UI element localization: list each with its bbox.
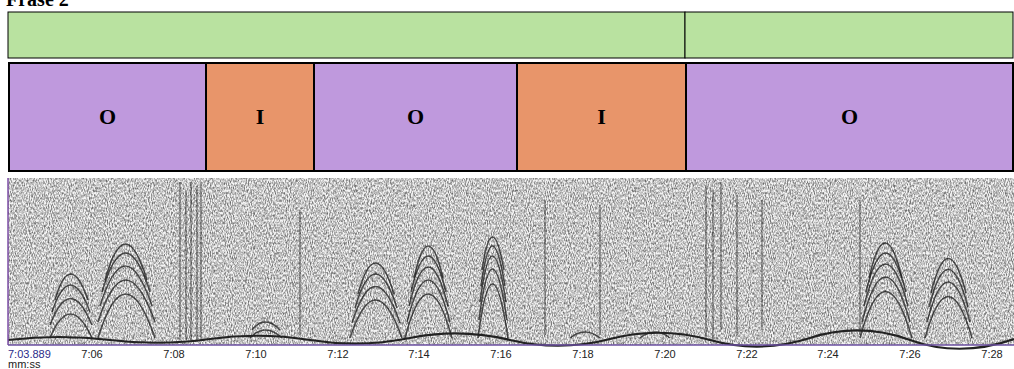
spectrogram-mark — [478, 284, 508, 338]
time-tick: 7:18 — [572, 348, 593, 360]
spectrogram-mark — [358, 263, 394, 294]
time-tick: 7:22 — [736, 348, 757, 360]
spectrogram-mark — [8, 12, 685, 58]
time-tick: 7:08 — [163, 348, 184, 360]
segment-label: O — [407, 104, 424, 130]
time-tick: 7:24 — [817, 348, 838, 360]
time-tick: 7:14 — [408, 348, 429, 360]
spectrogram-mark — [929, 270, 968, 308]
spectrogram-mark — [105, 244, 147, 280]
spectrogram-mark — [411, 256, 446, 292]
time-tick: 7:10 — [245, 348, 266, 360]
spectrogram-mark — [859, 200, 860, 335]
segment-band — [8, 12, 1013, 58]
spectrogram-mark — [720, 182, 721, 330]
spectrogram-mark — [685, 12, 1013, 58]
spectrogram-mark — [55, 274, 88, 300]
segment-box: O — [685, 62, 1014, 172]
spectrogram-mark — [925, 297, 972, 339]
spectrogram-mark — [761, 200, 762, 330]
spectrogram-mark — [102, 253, 150, 292]
segment-box: I — [516, 62, 687, 172]
spectrogram-mark — [599, 205, 600, 335]
segment-box: O — [8, 62, 207, 172]
spectrogram-mark — [927, 282, 970, 322]
time-tick: 7:16 — [490, 348, 511, 360]
spectrogram-mark — [8, 344, 1014, 346]
spectrogram-mark — [50, 314, 92, 338]
spectrogram-mark — [196, 186, 197, 340]
axis-unit: mm:ss — [8, 358, 40, 369]
spectrogram-mark — [712, 190, 713, 340]
spectrogram-mark — [180, 182, 860, 340]
segment-label: O — [841, 104, 858, 130]
segment-label: I — [597, 104, 606, 130]
time-tick: 7:06 — [81, 348, 102, 360]
segment-label: I — [256, 104, 265, 130]
spectrogram-mark — [544, 200, 545, 335]
spectrogram-mark — [482, 237, 504, 270]
segment-box: I — [205, 62, 315, 172]
spectrogram-mark — [931, 259, 966, 294]
spectrogram-mark — [570, 332, 600, 338]
segment-box: O — [313, 62, 518, 172]
spectrogram-mark — [736, 195, 737, 335]
spectrogram-mark — [8, 178, 1014, 345]
spectrogram-mark — [862, 277, 910, 322]
spectrogram-mark — [407, 280, 450, 322]
spectrogram-mark — [869, 243, 902, 278]
spectrogram-mark — [50, 237, 972, 338]
spectrogram-mark — [355, 274, 397, 308]
spectrogram-mark — [405, 294, 452, 338]
phrase-title: Frase 2 — [6, 0, 69, 9]
time-tick: 7:28 — [981, 348, 1002, 360]
time-tick: 7:20 — [654, 348, 675, 360]
segment-label: O — [99, 104, 116, 130]
time-tick: 7:26 — [899, 348, 920, 360]
time-tick: 7:12 — [327, 348, 348, 360]
spectrogram-mark — [7, 178, 9, 345]
spectrogram-mark — [8, 330, 1014, 348]
spectrogram-mark — [200, 182, 201, 340]
spectrogram-mark — [299, 210, 300, 335]
spectrogram-mark — [190, 182, 191, 340]
spectrogram-mark — [414, 246, 443, 278]
spectrogram-mark — [252, 322, 280, 330]
spectrogram — [8, 178, 1014, 349]
spectrogram-mark — [705, 185, 706, 340]
spectrogram-mark — [185, 190, 186, 340]
spectrogram-mark — [8, 178, 1014, 345]
spectrogram-mark — [179, 182, 180, 340]
